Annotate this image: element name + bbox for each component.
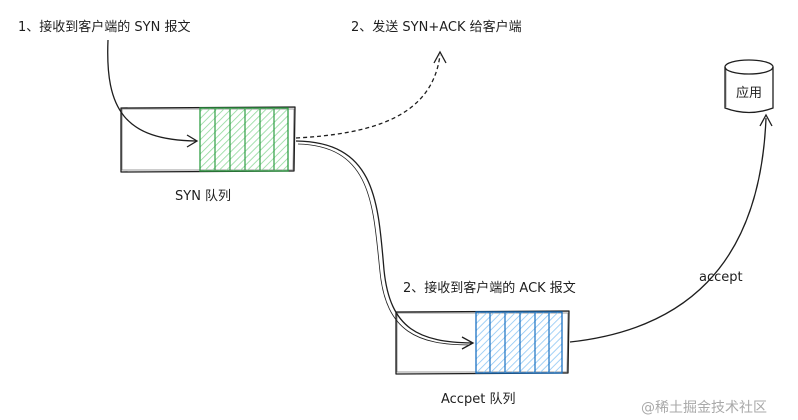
label-app: 应用: [736, 86, 763, 101]
syn-queue-slots: [199, 107, 289, 172]
label-accept: accept: [699, 270, 743, 285]
watermark: @稀土掘金技术社区: [641, 400, 767, 416]
accept-queue-outline: [395, 310, 570, 375]
label-step1-receive-syn: 1、接收到客户端的 SYN 报文: [18, 20, 191, 35]
arrow-to-accept-queue: [295, 140, 475, 350]
label-step2-send-syn-ack: 2、发送 SYN+ACK 给客户端: [351, 20, 522, 35]
label-accept-queue: Accpet 队列: [441, 392, 516, 407]
label-step3-receive-ack: 2、接收到客户端的 ACK 报文: [403, 281, 576, 296]
label-syn-queue: SYN 队列: [175, 189, 232, 204]
syn-queue-outline: [120, 106, 296, 173]
accept-queue: [395, 310, 570, 375]
app-cylinder: [724, 59, 774, 114]
arrow-accept-to-app: [569, 113, 773, 343]
arrow-syn-ack-out: [295, 50, 447, 139]
arrow-syn-in: [107, 39, 199, 148]
syn-queue: [120, 106, 296, 173]
